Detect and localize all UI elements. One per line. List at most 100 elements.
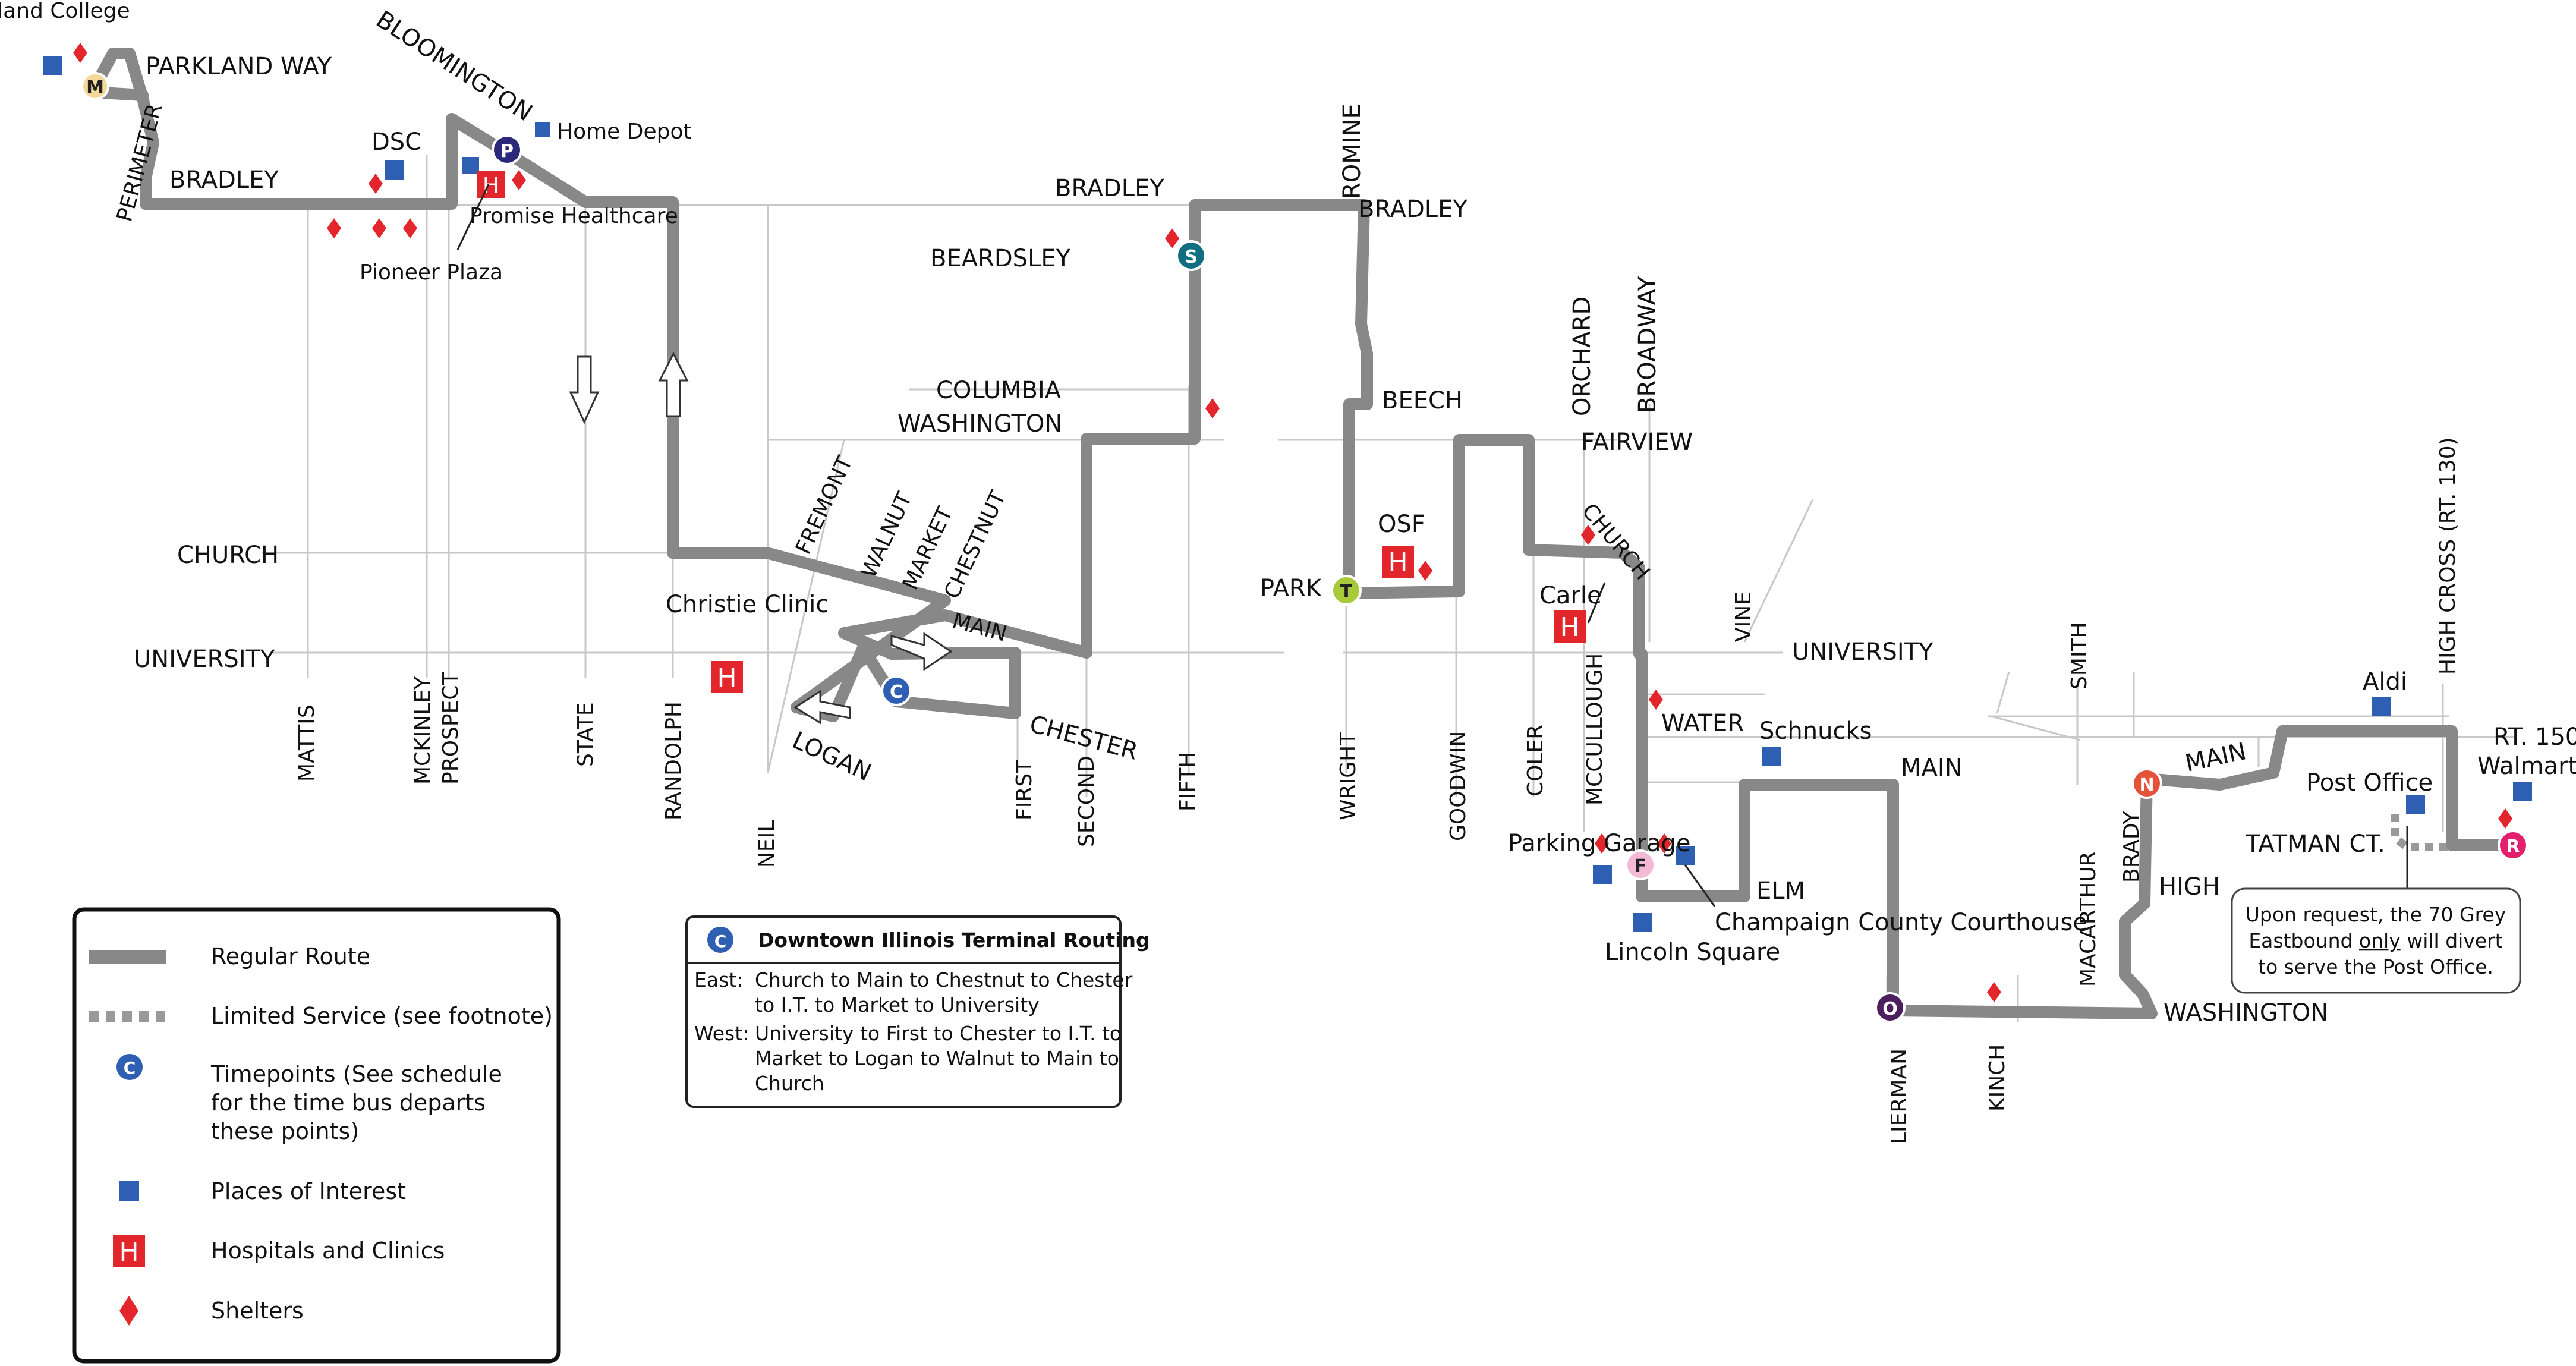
shelters [73,43,2512,1002]
timepoint-o: O [1875,992,1906,1023]
legend-hospital-icon: H [113,1235,145,1267]
street-label-bradley-w: BRADLEY [169,166,279,194]
legend: Regular Route Limited Service (see footn… [72,907,561,1364]
regular-route [86,48,2519,1019]
street-label-fremont: FREMONT [791,452,858,558]
shelter-icon [403,218,417,238]
legend-timepoint-badge: C [124,1058,136,1078]
street-label-water: WATER [1661,710,1744,737]
poi-marker [1593,865,1612,884]
street-label-high: HIGH [2159,873,2220,901]
street-label-main-dt: MAIN [950,609,1010,647]
street-label-rt150: RT. 150 [2493,723,2576,751]
legend-limited-service: Limited Service (see footnote) [211,1003,553,1029]
legend-timepoints-3: these points) [211,1118,359,1144]
timepoints: M P S C T F O N [81,72,2528,1023]
place-label-parkland-college: Parkland College [0,0,130,23]
legend-places: Places of Interest [211,1178,406,1204]
place-label-lincoln-square: Lincoln Square [1605,939,1780,966]
street-label-bloomington: BLOOMINGTON [371,6,537,127]
svg-text:H: H [483,172,500,199]
places-of-interest [43,56,2532,932]
note-line3: to serve the Post Office. [2258,955,2493,978]
shelter-icon [1205,398,1220,418]
shelter-icon [327,218,341,238]
street-label-prospect: PROSPECT [439,671,463,785]
routing-east-line2: to I.T. to Market to University [755,993,1040,1016]
street-label-logan: LOGAN [788,726,876,786]
street-label-second: SECOND [1075,756,1099,847]
street-label-washington-e: WASHINGTON [2164,999,2328,1027]
street-label-beardsley: BEARDSLEY [930,245,1071,272]
routing-box-title: Downtown Illinois Terminal Routing [758,928,1150,952]
svg-text:H: H [1560,612,1579,643]
timepoint-r: R [2498,830,2528,861]
street-label-beech: BEECH [1382,387,1463,414]
hospitals: H H H H [477,171,1586,693]
legend-hospitals: Hospitals and Clinics [211,1238,445,1264]
street-label-brady: BRADY [2120,810,2144,883]
place-label-pioneer-plaza: Pioneer Plaza [360,260,503,285]
routing-box-badge: C [714,931,727,951]
poi-marker [2372,697,2391,716]
street-label-broadway: BROADWAY [1634,276,1661,413]
poi-marker [535,122,550,137]
note-box: Upon request, the 70 Grey Eastbound only… [2231,887,2521,994]
svg-text:T: T [1340,581,1353,602]
routing-box: C Downtown Illinois Terminal Routing Eas… [685,915,1150,1108]
timepoint-p: P [492,134,522,165]
shelter-icon [2498,808,2512,829]
shelter-icon [369,174,383,194]
place-label-courthouse: Champaign County Courthouse [1715,909,2087,936]
street-label-parkland-way: PARKLAND WAY [146,53,332,80]
svg-text:F: F [1635,856,1647,877]
svg-text:H: H [119,1237,138,1267]
place-label-parking-garage: Parking Garage [1508,830,1690,857]
shelter-icon [1418,561,1432,581]
legend-shelter-icon [119,1296,138,1326]
street-label-goodwin: GOODWIN [1446,731,1470,841]
routing-east-label: East: [694,968,743,992]
poi-marker [1676,846,1695,865]
street-label-fifth: FIFTH [1176,752,1200,811]
poi-marker [2406,795,2425,814]
timepoint-n: N [2131,768,2162,799]
timepoint-c: C [881,675,912,706]
street-label-fairview: FAIRVIEW [1581,429,1693,456]
direction-arrows [569,351,953,725]
legend-shelters: Shelters [211,1298,304,1324]
svg-text:C: C [890,682,903,703]
poi-marker [43,56,62,75]
svg-text:H: H [717,663,736,693]
svg-text:S: S [1185,247,1198,267]
hospital-icon: H [1554,610,1586,643]
shelter-icon [1165,228,1179,248]
street-label-washington-mid: WASHINGTON [897,410,1062,438]
hospital-icon: H [1382,546,1414,578]
limited-service-path [2391,808,2448,851]
street-label-mckinley: MCKINLEY [411,676,435,785]
street-label-randolph: RANDOLPH [662,701,686,820]
poi-marker [2513,782,2532,801]
shelter-icon [372,218,386,238]
place-label-walmart: Walmart [2477,753,2576,780]
legend-timepoints-1: Timepoints (See schedule [210,1061,502,1087]
street-label-coler: COLER [1523,725,1548,797]
svg-text:O: O [1882,999,1898,1019]
street-label-neil: NEIL [755,820,779,868]
legend-timepoints-2: for the time bus departs [211,1090,486,1116]
hospital-icon: H [477,171,505,199]
svg-text:P: P [500,141,514,162]
street-label-smith: SMITH [2067,622,2092,690]
timepoint-m: M [81,72,109,100]
leader-lines [456,184,2408,907]
note-line2: Eastbound only will divert [2249,929,2502,952]
street-label-high-cross: HIGH CROSS (RT. 130) [2436,437,2460,675]
shelter-icon [1987,982,2001,1002]
note-line1: Upon request, the 70 Grey [2246,903,2506,926]
hospital-icon: H [711,661,743,693]
westbound-arrow-icon [793,690,851,725]
place-label-carle: Carle [1539,582,1602,609]
routing-west-line3: Church [755,1072,824,1095]
